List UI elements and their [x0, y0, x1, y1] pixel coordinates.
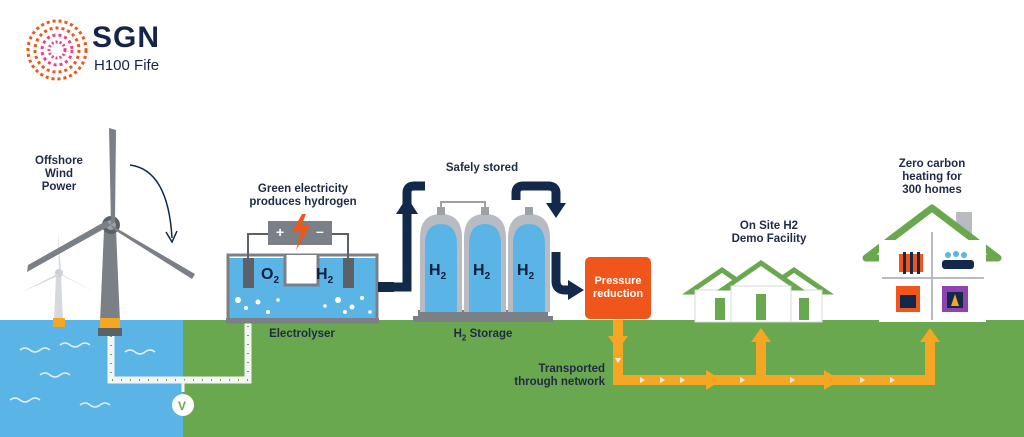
- pressure-reduction-box: Pressure reduction: [585, 257, 651, 319]
- fireplace-icon: [942, 286, 968, 312]
- label-offshore-wind: Offshore Wind Power: [35, 155, 83, 193]
- brand-name: SGN: [92, 21, 161, 54]
- label-on-site-demo: On Site H2 Demo Facility: [731, 220, 807, 245]
- label-h2-storage: H2 Storage: [453, 328, 513, 343]
- label-transported: Transported through network: [514, 363, 605, 388]
- small-wind-turbine-icon: [22, 230, 95, 327]
- storage-tanks-icon: [413, 201, 553, 322]
- brand-subtitle: H100 Fife: [94, 57, 160, 74]
- cooker-icon: [896, 286, 920, 312]
- label-electrolyser: Electrolyser: [269, 328, 335, 340]
- battery-plus: +: [276, 224, 285, 240]
- bath-icon: [942, 251, 974, 269]
- demo-houses-icon: [681, 259, 835, 323]
- valve-label: V: [178, 399, 187, 413]
- home-heating-icon: [862, 204, 1002, 322]
- electrolyser-icon: [226, 214, 394, 324]
- hydrogen-flow-arrows: [394, 181, 584, 300]
- power-cable: [107, 322, 252, 392]
- tank-3-label: H2: [517, 262, 535, 283]
- sgn-logo-icon: [26, 19, 88, 81]
- label-zero-carbon: Zero carbon heating for 300 homes: [898, 158, 966, 196]
- valve-icon: [172, 394, 194, 416]
- gas-network-pipes: [608, 320, 940, 390]
- hydrogen-label: H2: [316, 266, 334, 287]
- battery-minus: –: [316, 223, 324, 239]
- oxygen-label: O2: [261, 266, 280, 287]
- tank-2-label: H2: [473, 262, 491, 283]
- tank-1-label: H2: [429, 262, 447, 283]
- wind-turbine-icon: [27, 128, 195, 336]
- radiator-icon: [899, 252, 923, 274]
- label-green-electricity: Green electricity produces hydrogen: [249, 183, 357, 208]
- label-safely-stored: Safely stored: [445, 162, 519, 174]
